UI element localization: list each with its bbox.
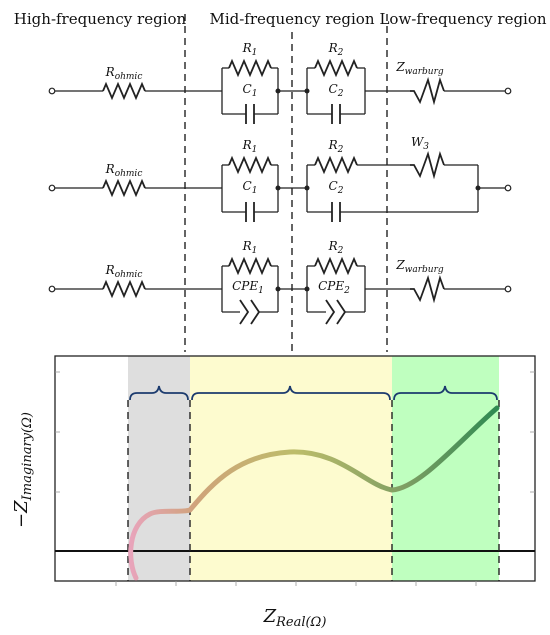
brace-mid <box>191 385 391 401</box>
warburg-element-w3 <box>410 151 445 180</box>
region-label-high: High-frequency region <box>14 10 187 28</box>
label-r2: R2 <box>328 138 344 155</box>
resistor-r1 <box>228 258 272 274</box>
resistor-r2 <box>314 258 358 274</box>
x-axis-label: ZReal(Ω) <box>263 606 327 630</box>
label-r1: R1 <box>242 239 258 256</box>
resistor-r-ohmic <box>102 83 146 99</box>
label-c1: C1 <box>243 179 258 196</box>
label-r1: R1 <box>242 41 258 58</box>
label-w3: W3 <box>411 135 429 152</box>
label-r-ohmic: Rohmic <box>105 263 143 280</box>
circuit-1: Rohmic R1 C1 R2 C2 Zwarburg <box>48 41 512 124</box>
brace-low <box>393 385 498 401</box>
impedance-curve <box>128 405 500 581</box>
label-r-ohmic: Rohmic <box>105 162 143 179</box>
y-axis-label: −ZImaginary(Ω) <box>11 412 35 528</box>
resistor-r1 <box>228 157 272 173</box>
label-cpe1: CPE1 <box>232 279 264 296</box>
label-c2: C2 <box>329 179 344 196</box>
label-warburg: Zwarburg <box>395 258 444 275</box>
terminal-right <box>504 285 512 293</box>
resistor-r1 <box>228 60 272 76</box>
circuit-3: Rohmic R1 CPE1 R2 CPE2 Zwarburg <box>48 239 512 325</box>
cpe-element-1 <box>239 299 261 325</box>
label-r2: R2 <box>328 239 344 256</box>
label-r1: R1 <box>242 138 258 155</box>
circuit-2: Rohmic R1 C1 R2 W3 C2 <box>48 135 512 222</box>
high-frequency-band <box>128 356 190 581</box>
cpe-element-2 <box>325 299 347 325</box>
terminal-left <box>48 285 56 293</box>
resistor-r-ohmic <box>102 281 146 297</box>
brace-high <box>129 385 189 401</box>
terminal-left <box>48 184 56 192</box>
label-cpe2: CPE2 <box>318 279 350 296</box>
warburg-element <box>410 275 445 304</box>
terminal-left <box>48 87 56 95</box>
label-r2: R2 <box>328 41 344 58</box>
resistor-r-ohmic <box>102 180 146 196</box>
region-label-mid: Mid-frequency region <box>209 10 374 28</box>
resistor-r2 <box>314 60 358 76</box>
plot-frame <box>54 355 536 582</box>
impedance-plot <box>54 355 536 586</box>
label-c1: C1 <box>243 82 258 99</box>
terminal-right <box>504 87 512 95</box>
label-c2: C2 <box>329 82 344 99</box>
terminal-right <box>504 184 512 192</box>
region-label-low: Low-frequency region <box>379 10 546 28</box>
label-warburg: Zwarburg <box>395 60 444 77</box>
resistor-r2 <box>314 157 358 173</box>
warburg-element <box>410 77 445 106</box>
label-r-ohmic: Rohmic <box>105 65 143 82</box>
